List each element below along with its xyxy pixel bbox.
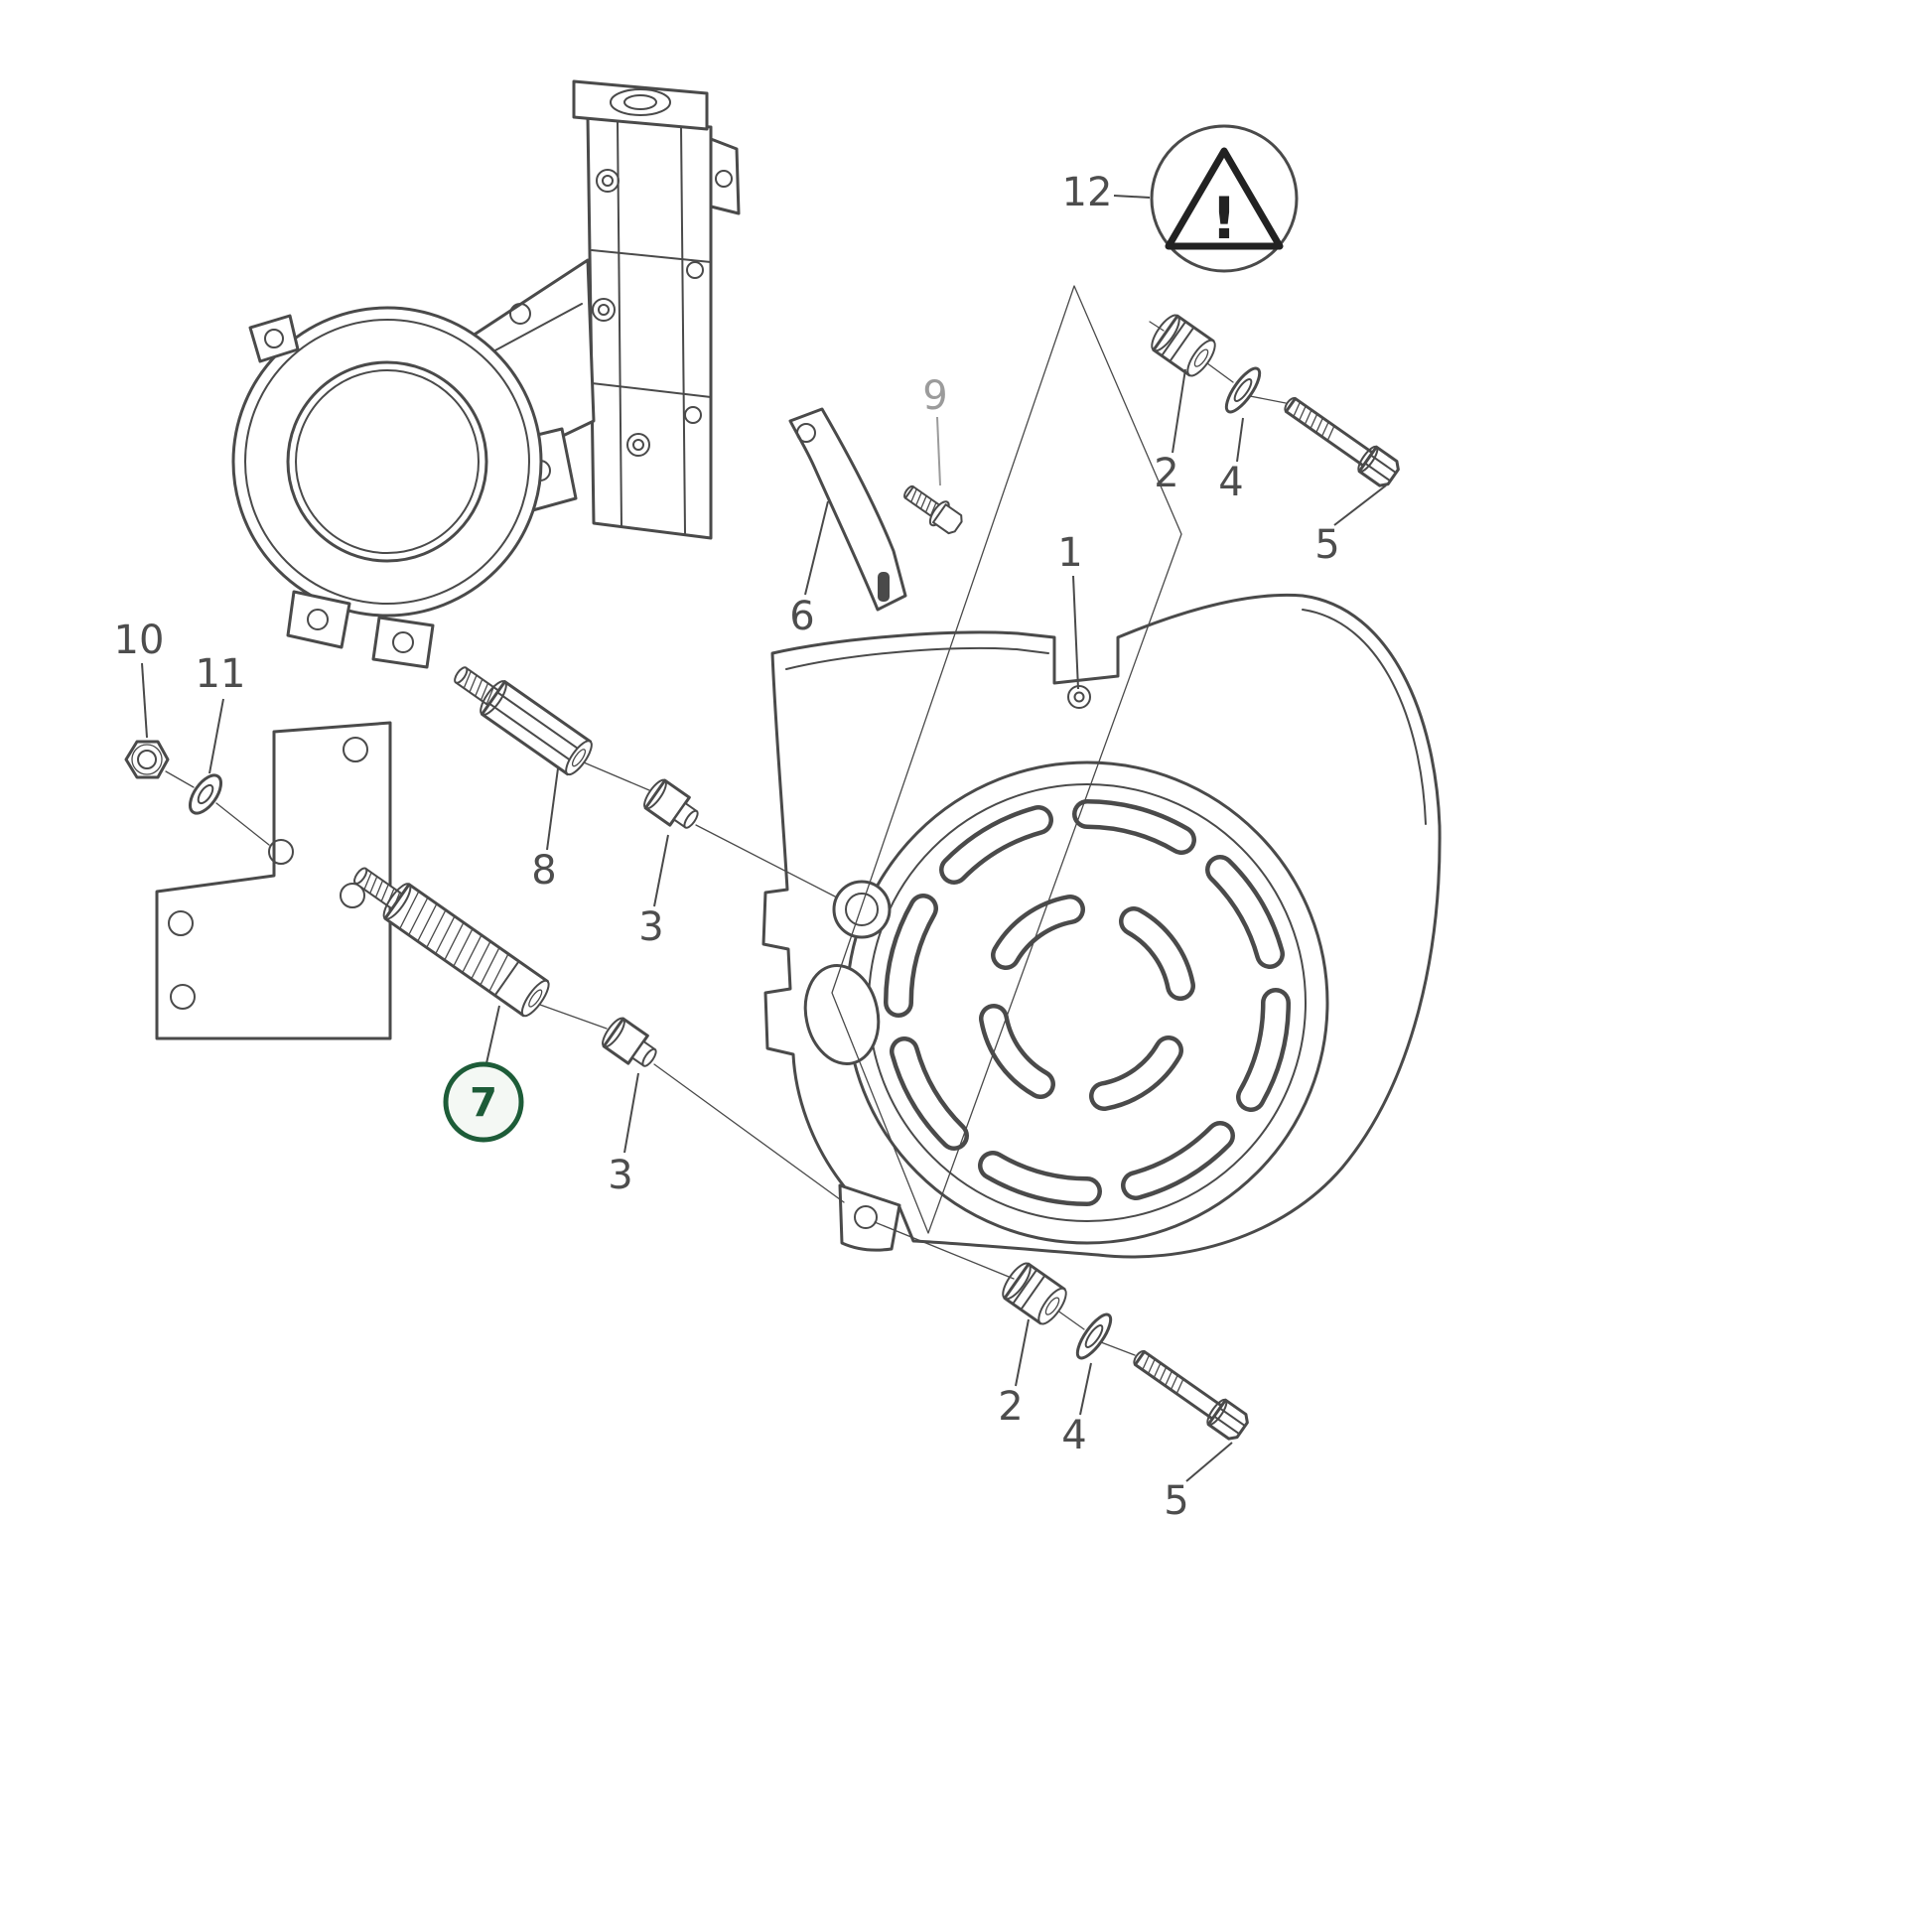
axis-line bbox=[1100, 1341, 1136, 1356]
warning-exclamation: ! bbox=[1211, 185, 1237, 252]
bushing-part-3-lower bbox=[602, 1017, 657, 1067]
spacer-part-2-top bbox=[1151, 314, 1216, 377]
vent-slots-outer bbox=[883, 799, 1292, 1206]
washer-part-4-top bbox=[1224, 366, 1262, 414]
washer-part-11 bbox=[188, 773, 223, 815]
axis-line bbox=[653, 1063, 845, 1203]
callout-10[interactable]: 10 bbox=[114, 618, 165, 663]
callout-7[interactable]: 7 bbox=[470, 1080, 497, 1126]
vent-slots-inner bbox=[979, 895, 1195, 1111]
callout-2-bottom[interactable]: 2 bbox=[998, 1384, 1023, 1430]
bolt-part-5-top bbox=[1284, 396, 1400, 487]
callout-11[interactable]: 11 bbox=[196, 651, 246, 697]
washer-part-4-bottom bbox=[1075, 1312, 1113, 1360]
warning-icon: ! bbox=[1150, 124, 1299, 273]
callout-5-bottom[interactable]: 5 bbox=[1164, 1478, 1188, 1524]
callout-3-upper[interactable]: 3 bbox=[638, 904, 663, 950]
axis-line bbox=[695, 824, 838, 898]
callout-7-highlight[interactable]: 7 bbox=[443, 1061, 524, 1143]
spacer-part-2-bottom bbox=[1002, 1262, 1067, 1325]
section-plane bbox=[831, 285, 1182, 1234]
callout-5-top[interactable]: 5 bbox=[1314, 522, 1339, 568]
bolt-part-5-bottom bbox=[1133, 1349, 1249, 1441]
timing-cover-part-1 bbox=[761, 593, 1442, 1259]
callout-6[interactable]: 6 bbox=[789, 594, 814, 639]
callout-2-top[interactable]: 2 bbox=[1154, 451, 1178, 496]
axis-line bbox=[874, 1221, 1015, 1280]
axis-line bbox=[583, 761, 650, 791]
callout-12[interactable]: 12 bbox=[1062, 170, 1113, 215]
leader-lines bbox=[141, 195, 1387, 1482]
nut-part-10 bbox=[124, 740, 170, 779]
axis-line bbox=[1149, 321, 1165, 332]
mount-bracket-assembly bbox=[231, 79, 741, 669]
standoff-part-8 bbox=[454, 666, 593, 776]
mounting-plate bbox=[155, 721, 392, 1040]
axis-line bbox=[165, 770, 195, 788]
callout-1[interactable]: 1 bbox=[1057, 530, 1082, 576]
bushing-part-3-upper bbox=[643, 778, 699, 829]
callout-4-top[interactable]: 4 bbox=[1218, 460, 1243, 505]
highlight-circle[interactable] bbox=[443, 1061, 524, 1143]
axis-line bbox=[215, 802, 270, 846]
screw-part-9 bbox=[903, 484, 963, 535]
callout-4-bottom[interactable]: 4 bbox=[1061, 1413, 1086, 1458]
standoff-part-7 bbox=[353, 867, 550, 1018]
callout-3-lower[interactable]: 3 bbox=[608, 1153, 632, 1198]
bracket-part-6 bbox=[788, 407, 907, 612]
axis-line bbox=[1249, 395, 1287, 404]
callout-8[interactable]: 8 bbox=[531, 848, 556, 894]
axis-line bbox=[539, 1004, 608, 1030]
axis-line bbox=[1202, 359, 1234, 383]
callout-9[interactable]: 9 bbox=[922, 373, 947, 419]
